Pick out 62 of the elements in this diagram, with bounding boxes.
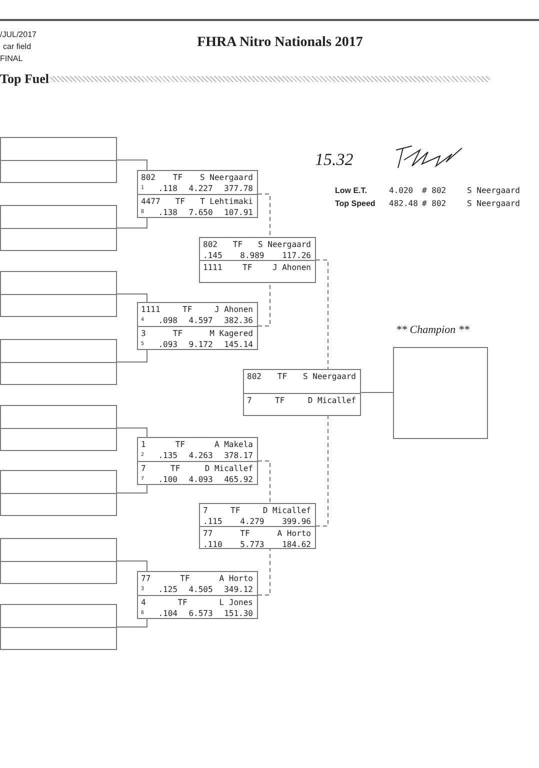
bracket-line xyxy=(360,392,394,393)
result-row: .115 4.279 399.96 xyxy=(203,516,311,527)
dashed-bracket-line xyxy=(258,194,270,238)
dashed-bracket-line xyxy=(258,548,270,596)
result-row: 7 TF D Micallef xyxy=(203,505,311,516)
final-match-box xyxy=(243,369,361,416)
result-row: 7 TF D Micallef xyxy=(247,394,356,406)
empty-bracket-slot xyxy=(0,205,117,251)
result-row: 4477 TF T Lehtimaki xyxy=(141,196,253,207)
empty-bracket-slot xyxy=(0,339,117,385)
handwritten-note: 15.32 xyxy=(315,150,354,170)
bracket-line xyxy=(116,618,148,628)
result-row: 802 TF S Neergaard xyxy=(247,371,356,382)
match-result-box xyxy=(199,237,316,283)
bracket-line xyxy=(116,560,148,572)
empty-bracket-slot xyxy=(0,405,117,451)
dashed-bracket-line xyxy=(316,260,328,370)
empty-bracket-slot xyxy=(0,604,117,650)
result-row: 802 TF S Neergaard xyxy=(203,239,311,250)
empty-bracket-slot xyxy=(0,271,117,317)
empty-bracket-slot xyxy=(0,137,117,183)
dashed-bracket-line xyxy=(258,460,270,504)
round-text: FINAL xyxy=(0,54,23,63)
result-row: 802 TF S Neergaard xyxy=(141,172,253,183)
car-number: # 802 xyxy=(422,186,446,195)
stat-label: Top Speed xyxy=(335,199,376,208)
result-row: 7 TF D Micallef xyxy=(141,463,253,474)
empty-bracket-slot xyxy=(0,538,117,584)
bracket-line xyxy=(116,160,148,170)
result-row: 77 TF A Horto xyxy=(141,573,253,584)
driver-name: S Neergaard xyxy=(467,199,520,208)
result-row: .145 8.989 117.26 xyxy=(203,250,311,261)
champion-heading: ** Champion ** xyxy=(396,324,470,336)
result-row: 1111 TF J Ahonen xyxy=(203,262,311,273)
date-text: /JUL/2017 xyxy=(0,30,36,39)
result-row: 1111 TF J Ahonen xyxy=(141,304,253,315)
match-result-box xyxy=(137,571,258,619)
car-number: # 802 xyxy=(422,199,446,208)
dashed-bracket-line xyxy=(258,282,270,326)
field-size-text: car field xyxy=(3,42,32,51)
report-title: FHRA Nitro Nationals 2017 xyxy=(197,35,363,51)
class-heading: Top Fuel xyxy=(0,71,50,87)
result-row: .110 5.773 184.62 xyxy=(203,539,311,550)
stat-value: 482.48 xyxy=(389,199,418,208)
match-result-box xyxy=(137,302,258,350)
match-result-box xyxy=(137,170,258,218)
bracket-line xyxy=(116,484,148,494)
result-row: 77 TF A Horto xyxy=(203,528,311,539)
driver-name: S Neergaard xyxy=(467,186,520,195)
bracket-line xyxy=(116,350,148,362)
bracket-line xyxy=(116,294,148,302)
bracket-line xyxy=(116,428,148,438)
match-result-box xyxy=(199,503,316,549)
stat-value: 4.020 xyxy=(389,186,414,195)
result-row: 4 TF L Jones xyxy=(141,597,253,608)
bracket-line xyxy=(116,218,148,228)
stat-label: Low E.T. xyxy=(335,186,367,195)
result-row: 1 TF A Makela xyxy=(141,439,253,450)
match-result-box xyxy=(137,437,258,485)
dashed-bracket-line xyxy=(316,416,328,526)
empty-bracket-slot xyxy=(0,470,117,516)
result-row: 3 TF M Kagered xyxy=(141,328,253,339)
